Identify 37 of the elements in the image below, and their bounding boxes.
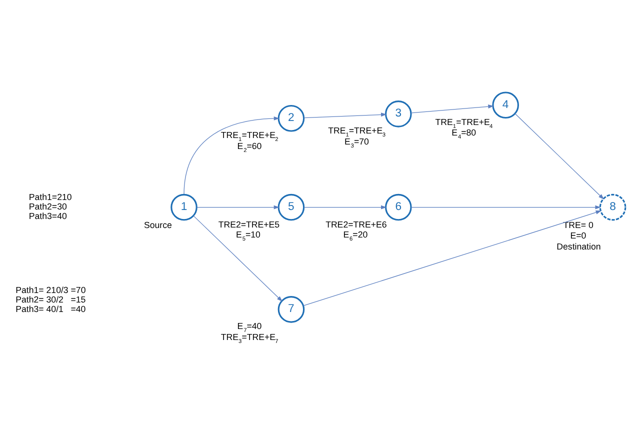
node-label: TRE2=TRE+E6 — [326, 219, 387, 230]
node-circle: 3 — [385, 100, 412, 127]
label: Path3= 40/1 =40 — [16, 303, 86, 314]
node-label: TRE$_{1}$=TRE+E$_{4}$ — [435, 116, 493, 130]
arrow — [410, 204, 601, 209]
node-label: E=0 — [570, 230, 586, 240]
label: Path1= 210/3 =70 — [16, 284, 86, 294]
node-label: E$_{2}$=60 — [237, 140, 262, 154]
arrow — [514, 112, 604, 199]
arrow — [193, 215, 282, 302]
arrow — [196, 204, 280, 209]
node-circle: 4 — [492, 91, 519, 118]
node-label: TRE= 0 — [563, 219, 594, 230]
node-circle: 2 — [278, 104, 305, 132]
node-label: E$_{6}$=20 — [343, 229, 368, 242]
node-label: E$_{7}$=40 — [237, 320, 262, 334]
label: Path2= 30/2 =15 — [16, 294, 86, 304]
label: Path2=30 — [28, 201, 67, 212]
label: Path1=210 — [28, 192, 72, 202]
arrow — [410, 104, 494, 113]
node-circle: 5 — [278, 193, 305, 220]
arrow — [304, 112, 387, 118]
arrow — [303, 210, 602, 306]
arrow — [304, 204, 387, 209]
node-label: Source — [144, 219, 172, 230]
node-label: TRE$_{1}$=TRE+E$_{3}$ — [328, 125, 386, 138]
label: Path3=40 — [28, 210, 67, 221]
node-label: E$_{3}$=70 — [344, 136, 369, 149]
node-label: Destination — [556, 240, 601, 251]
node-label: E$_{4}$=80 — [452, 127, 476, 140]
node-label: E$_{5}$=10 — [236, 229, 260, 242]
node-label: TRE2=TRE+E5 — [218, 219, 280, 230]
node-label: TRE$_{3}$=TRE+E$_{7}$ — [220, 331, 278, 344]
node-circle: 1 — [170, 193, 198, 220]
node-circle: 6 — [385, 193, 412, 220]
node-label: TRE$_{1}$=TRE+E$_{2}$ — [220, 130, 278, 143]
arrow — [184, 116, 280, 194]
